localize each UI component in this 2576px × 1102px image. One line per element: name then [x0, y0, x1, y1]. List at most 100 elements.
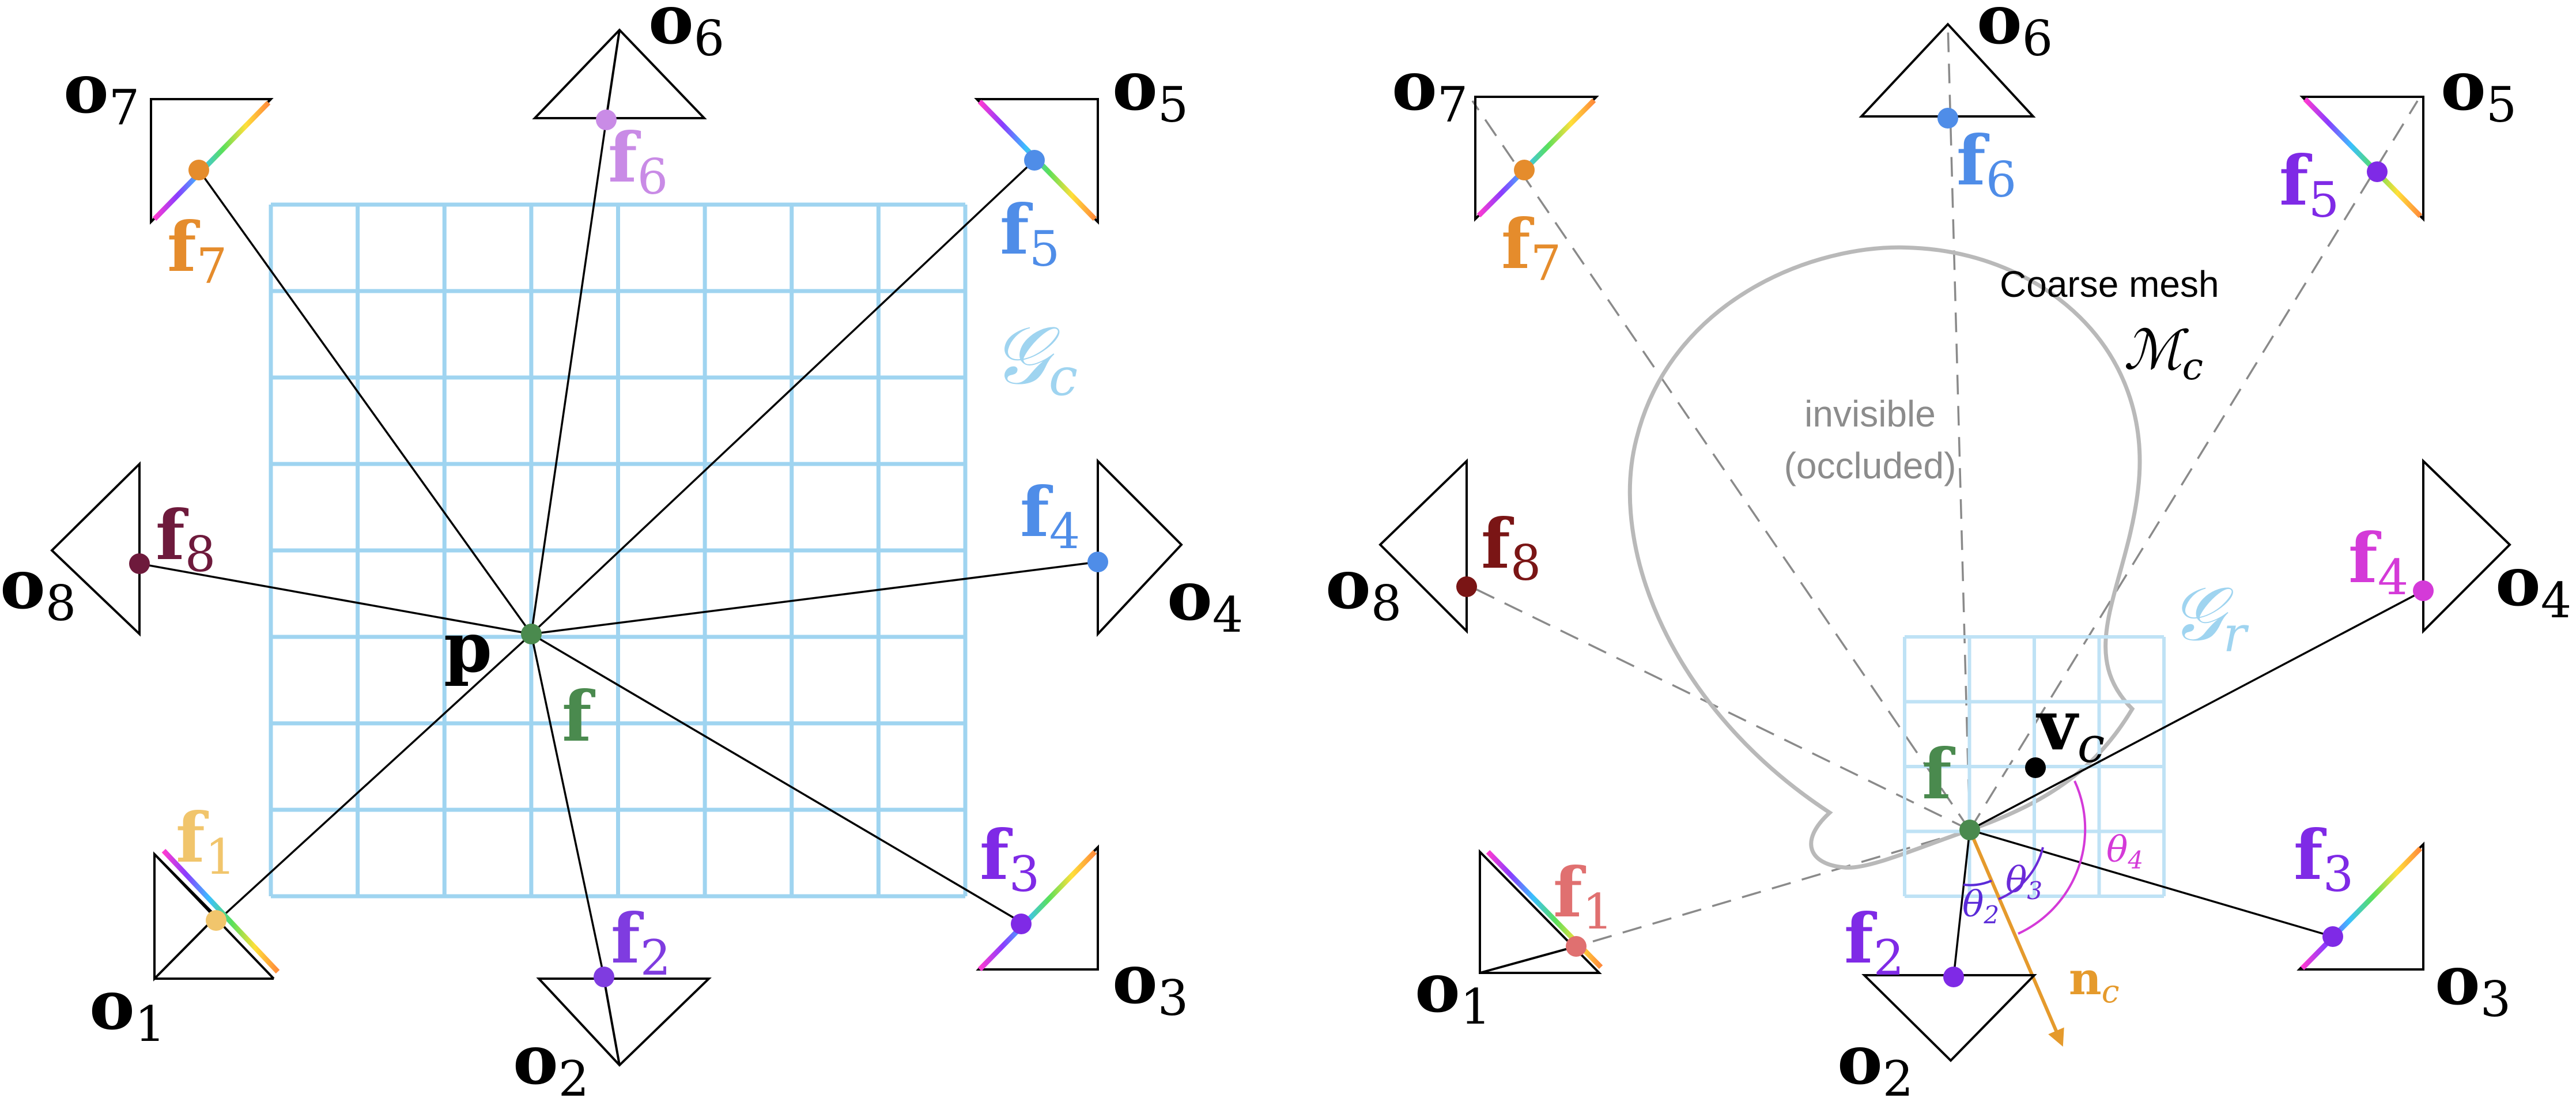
camera-left-1 [153, 848, 280, 982]
ray-o6 [530, 119, 607, 635]
f-label: f8 [1481, 504, 1541, 591]
camera-left-8 [50, 461, 150, 637]
angle-arc-2 [1963, 880, 1992, 886]
right-solid-rays [1952, 590, 2424, 978]
o-label: o2 [1837, 1020, 1913, 1102]
f-label: f2 [1844, 899, 1904, 986]
f-label: f8 [156, 495, 216, 583]
point-p [521, 624, 542, 644]
camera-right-4 [2413, 458, 2511, 634]
ray-o3 [531, 633, 1022, 923]
o-label: o4 [2495, 541, 2571, 629]
feature-point-right-7 [1514, 160, 1535, 180]
dashed-ray-o6 [1947, 24, 1971, 831]
dashed-ray-o5 [1969, 100, 2419, 831]
camera-left-5 [974, 98, 1099, 225]
label-gr: 𝒢r [2170, 570, 2249, 663]
coarse-mesh [1627, 245, 2142, 870]
camera-left-7 [150, 98, 274, 225]
o-label: o3 [1112, 939, 1188, 1026]
label-f-right: f [1922, 734, 1956, 815]
label-gc: 𝒢c [991, 309, 1078, 407]
ray-o5 [530, 159, 1036, 635]
dashed-ray-o1 [1576, 829, 1970, 948]
feature-point-left-4 [1087, 552, 1108, 572]
point-f-right [1959, 820, 1980, 840]
o-label: o7 [1392, 46, 1468, 133]
invisible-label: invisible [1804, 393, 1936, 435]
feature-point-left-3 [1011, 914, 1032, 934]
o-label: o6 [1977, 0, 2053, 67]
o-label: o7 [63, 48, 139, 136]
label-f-left: f [562, 676, 596, 757]
mesh-symbol: ℳc [2124, 319, 2203, 388]
f-label: f6 [1956, 120, 2016, 208]
f-label: f2 [611, 899, 671, 986]
dashed-ray-o8 [1463, 582, 1970, 831]
ray-o1 [215, 633, 532, 923]
camera-right-1 [1479, 849, 1603, 974]
left-cameras [50, 28, 1183, 1067]
o-label: o3 [2435, 940, 2511, 1028]
vertex-vc [2025, 757, 2046, 778]
f-label: f4 [2348, 518, 2408, 606]
feature-point-left-8 [129, 553, 150, 574]
label-nc: nc [2069, 953, 2120, 1010]
camera-right-5 [2299, 96, 2424, 222]
f-label: f3 [2294, 815, 2354, 903]
label-theta4: θ4 [2106, 828, 2143, 874]
camera-left-3 [976, 844, 1099, 972]
camera-left-2 [536, 967, 712, 1067]
f-label: f7 [167, 207, 227, 295]
feature-point-right-5 [2367, 161, 2388, 182]
o-label: o8 [0, 544, 76, 632]
camera-right-8 [1378, 458, 1477, 634]
f-label: f1 [176, 798, 236, 885]
camera-left-4 [1087, 458, 1183, 637]
camera-right-2 [1861, 967, 2037, 1062]
angle-arc-3 [1998, 847, 2044, 900]
f-label: f7 [1501, 204, 1561, 292]
feature-point-right-2 [1943, 967, 1964, 987]
o-label: o5 [1112, 46, 1188, 133]
normal-arrow [1968, 829, 2064, 1047]
feature-point-left-7 [188, 160, 209, 180]
angle-arc-4 [2018, 780, 2087, 935]
ray-o2 [530, 633, 605, 978]
feature-point-left-5 [1024, 150, 1045, 171]
feature-point-left-6 [596, 110, 617, 130]
feature-point-right-8 [1456, 576, 1477, 597]
solid-ray-o4 [1969, 590, 2424, 831]
label-theta3: θ3 [2005, 859, 2042, 905]
f-label: f5 [1000, 190, 1060, 277]
ray-o8 [139, 563, 532, 635]
o-label: o6 [648, 0, 724, 67]
ray-o7 [198, 169, 532, 635]
o-label: o5 [2441, 46, 2517, 133]
f-label: f6 [608, 118, 668, 205]
camera-right-6 [1859, 22, 2036, 129]
feature-point-right-1 [1566, 936, 1587, 957]
feature-point-right-6 [1937, 108, 1958, 129]
f-label: f5 [2279, 141, 2339, 228]
feature-point-right-3 [2322, 926, 2343, 947]
dashed-ray-o7 [1471, 100, 1971, 831]
solid-ray-o3 [1969, 829, 2333, 938]
left-rays [139, 119, 1098, 978]
feature-point-left-1 [206, 910, 226, 931]
right-panel: vc f 𝒢r Coarse mesh ℳc invisible (occlud… [1325, 0, 2571, 1102]
o-label: o1 [1415, 948, 1491, 1035]
o-label: o2 [513, 1020, 589, 1102]
feature-point-left-2 [594, 967, 614, 987]
f-label: f1 [1553, 852, 1613, 940]
camera-right-3 [2297, 841, 2424, 971]
camera-left-6 [532, 28, 707, 130]
camera-right-7 [1474, 96, 1599, 222]
label-vc: vc [2035, 685, 2105, 774]
f-label: f4 [1020, 472, 1080, 560]
f-label: f3 [980, 815, 1040, 903]
